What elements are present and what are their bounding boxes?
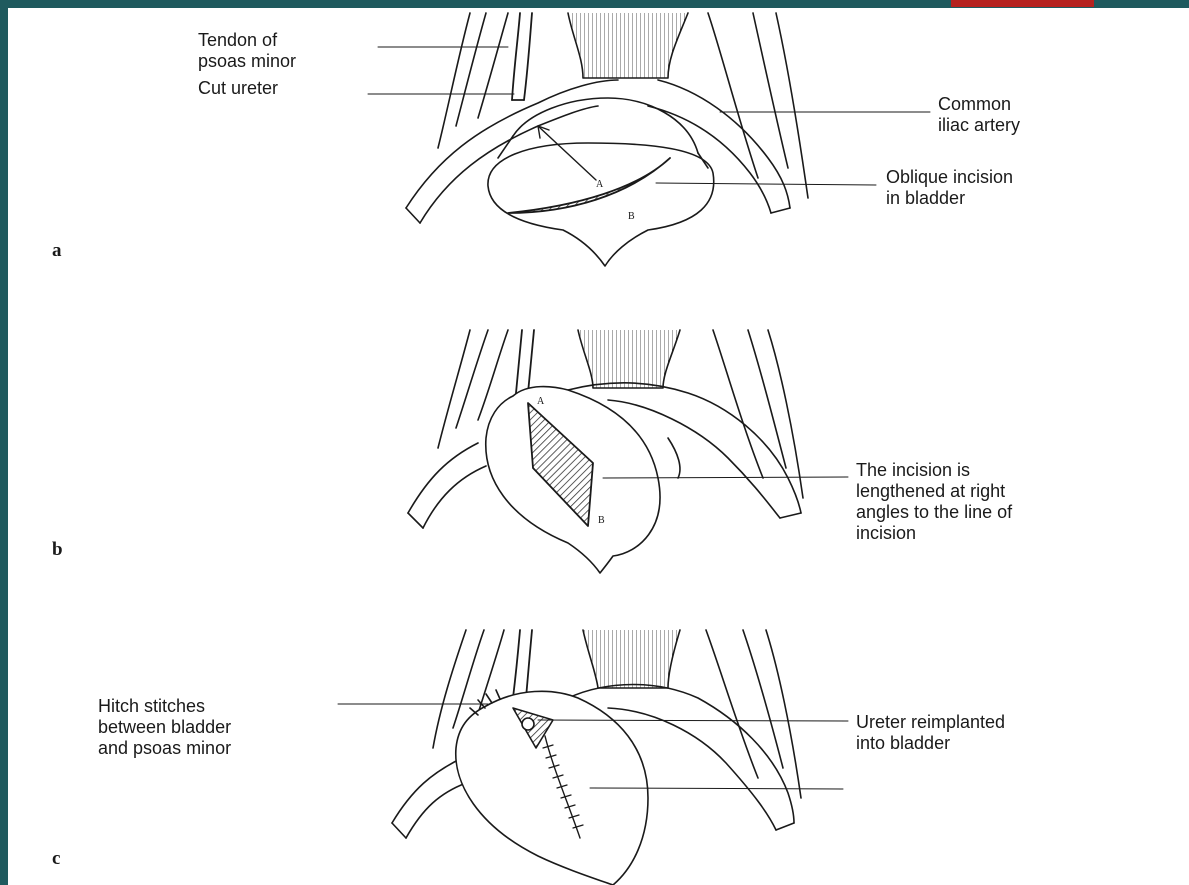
point-label-a: A bbox=[596, 174, 603, 195]
panel-c-drawing bbox=[392, 630, 801, 885]
slide-accent-bar bbox=[951, 0, 1094, 7]
panel-b-drawing bbox=[408, 330, 803, 573]
cut-ureter-shape bbox=[512, 13, 520, 100]
psoas-outline bbox=[438, 13, 470, 148]
point-label-b: B bbox=[628, 206, 635, 227]
label-cut-ureter: Cut ureter bbox=[198, 78, 278, 99]
point-label-b-b: B bbox=[598, 510, 605, 531]
panel-a-drawing bbox=[406, 13, 808, 266]
panel-letter-c: c bbox=[52, 848, 60, 870]
label-oblique-incision: Oblique incision in bladder bbox=[886, 167, 1013, 209]
label-incision-lengthened: The incision is lengthened at right angl… bbox=[856, 460, 1012, 544]
label-common-iliac-artery: Common iliac artery bbox=[938, 94, 1020, 136]
panel-letter-a: a bbox=[52, 240, 62, 262]
label-ureter-reimplanted: Ureter reimplanted into bladder bbox=[856, 712, 1005, 754]
panel-letter-b: b bbox=[52, 539, 63, 561]
bladder-shape bbox=[488, 143, 714, 266]
oblique-incision-shape bbox=[508, 158, 670, 213]
slide-canvas: Tendon of psoas minor Cut ureter Common … bbox=[8, 8, 1189, 885]
slide-left-border bbox=[0, 0, 8, 885]
label-hitch-stitches: Hitch stitches between bladder and psoas… bbox=[98, 696, 231, 759]
point-label-a-b: A bbox=[537, 391, 544, 412]
label-tendon-psoas-minor: Tendon of psoas minor bbox=[198, 30, 296, 72]
